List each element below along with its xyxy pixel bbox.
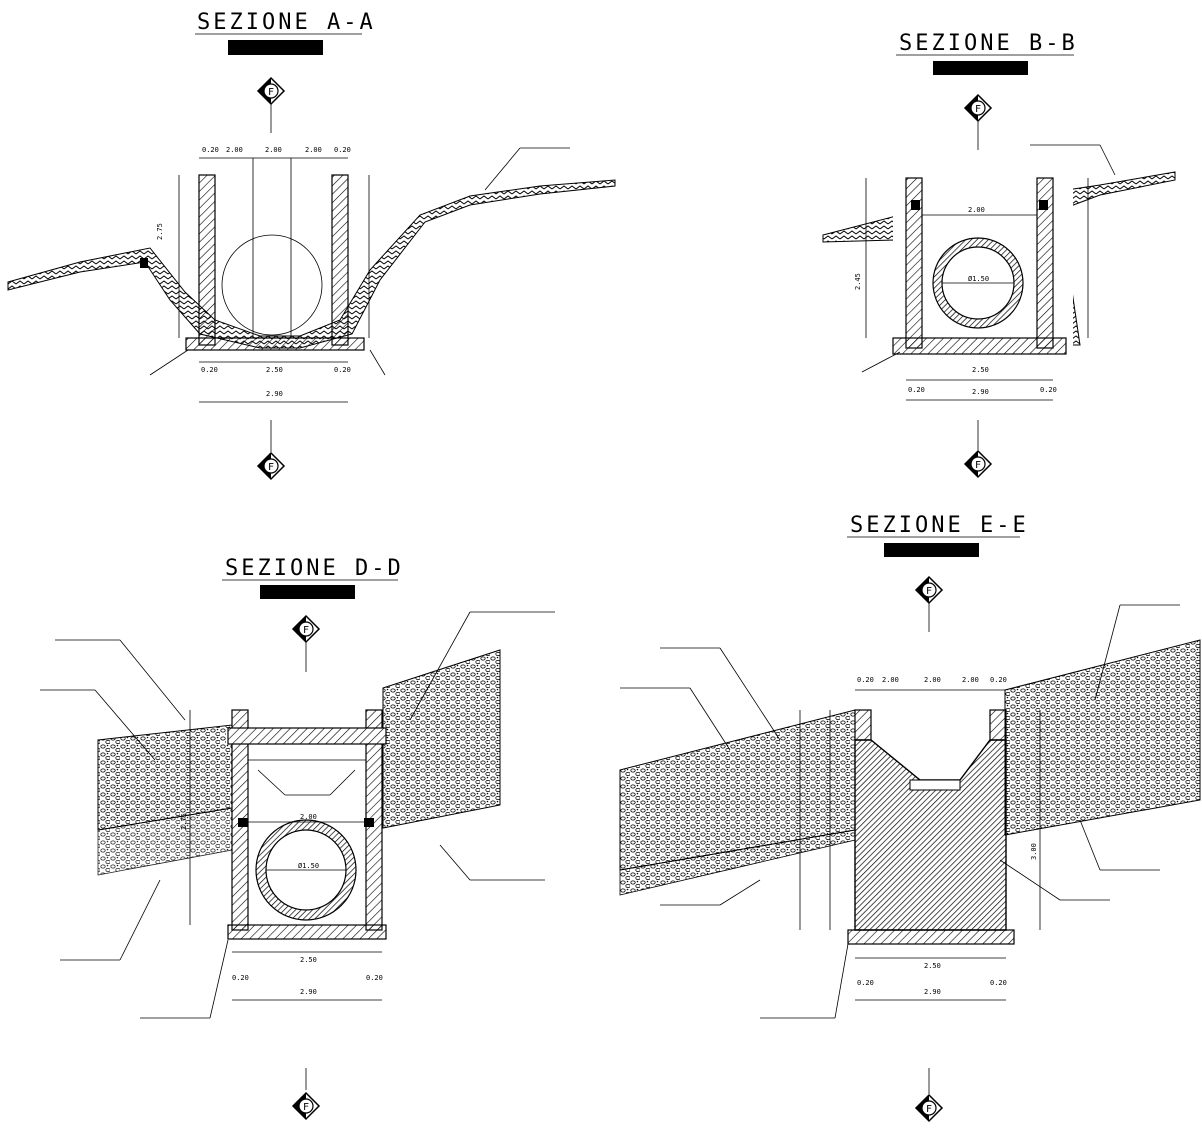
svg-text:0.20: 0.20 (232, 974, 249, 982)
section-e-e: SEZIONE E-E F 0.20 2.00 2.00 2.00 0.20 3… (619, 513, 1201, 1122)
title-redaction-bar (260, 585, 355, 599)
svg-text:2.90: 2.90 (266, 390, 283, 398)
svg-text:0.20: 0.20 (990, 676, 1007, 684)
svg-text:F: F (303, 1102, 309, 1113)
svg-text:2.90: 2.90 (300, 988, 317, 996)
svg-text:0.20: 0.20 (366, 974, 383, 982)
svg-text:2.50: 2.50 (924, 962, 941, 970)
svg-text:F: F (975, 460, 981, 471)
flow-marker-icon: F (292, 615, 320, 643)
svg-text:0.20: 0.20 (990, 979, 1007, 987)
flow-marker-icon: F (964, 94, 992, 122)
svg-text:F: F (975, 104, 981, 115)
section-a-a-title: SEZIONE A-A (197, 10, 376, 35)
svg-text:2.00: 2.00 (305, 146, 322, 154)
svg-text:Ø1.50: Ø1.50 (298, 862, 319, 870)
svg-text:2.90: 2.90 (924, 988, 941, 996)
title-redaction-bar (884, 543, 979, 557)
flow-marker-icon: F (964, 450, 992, 478)
svg-text:0.20: 0.20 (334, 366, 351, 374)
svg-text:3.00: 3.00 (1030, 843, 1038, 860)
svg-text:2.00: 2.00 (265, 146, 282, 154)
svg-text:0.20: 0.20 (908, 386, 925, 394)
svg-text:2.00: 2.00 (300, 813, 317, 821)
svg-text:0.20: 0.20 (201, 366, 218, 374)
section-b-b: SEZIONE B-B F Ø1.50 2.00 2.45 0.20 2.50 … (822, 31, 1176, 478)
svg-text:2.00: 2.00 (962, 676, 979, 684)
svg-text:0.20: 0.20 (857, 979, 874, 987)
flow-marker-icon: F (915, 576, 943, 604)
svg-text:2.50: 2.50 (972, 366, 989, 374)
flow-marker-icon: F (292, 1092, 320, 1120)
svg-text:0.20: 0.20 (1040, 386, 1057, 394)
svg-text:F: F (268, 462, 274, 473)
svg-text:2.00: 2.00 (924, 676, 941, 684)
flow-marker-icon: F (257, 77, 285, 105)
svg-text:F: F (926, 586, 932, 597)
svg-text:2.00: 2.00 (226, 146, 243, 154)
svg-text:0.20: 0.20 (334, 146, 351, 154)
section-d-d-title: SEZIONE D-D (225, 556, 404, 581)
section-a-a: SEZIONE A-A F 0.20 2.00 2.00 2.00 0.20 2… (7, 10, 616, 480)
svg-text:2.75: 2.75 (180, 813, 188, 830)
svg-text:F: F (926, 1104, 932, 1115)
section-d-d: SEZIONE D-D F Ø1.50 2.00 (40, 556, 555, 1120)
svg-text:2.50: 2.50 (266, 366, 283, 374)
flow-marker-icon: F (915, 1094, 943, 1122)
svg-text:2.00: 2.00 (882, 676, 899, 684)
svg-text:2.75: 2.75 (156, 223, 164, 240)
svg-text:2.90: 2.90 (972, 388, 989, 396)
flow-marker-icon: F (257, 452, 285, 480)
svg-text:2.00: 2.00 (968, 206, 985, 214)
title-redaction-bar (933, 61, 1028, 75)
svg-text:F: F (303, 625, 309, 636)
section-b-b-title: SEZIONE B-B (899, 31, 1078, 56)
title-redaction-bar (228, 40, 323, 55)
svg-text:2.45: 2.45 (854, 273, 862, 290)
svg-text:0.20: 0.20 (857, 676, 874, 684)
svg-text:F: F (268, 87, 274, 98)
svg-text:2.50: 2.50 (300, 956, 317, 964)
section-e-e-title: SEZIONE E-E (850, 513, 1029, 538)
svg-text:0.20: 0.20 (202, 146, 219, 154)
svg-text:Ø1.50: Ø1.50 (968, 275, 989, 283)
